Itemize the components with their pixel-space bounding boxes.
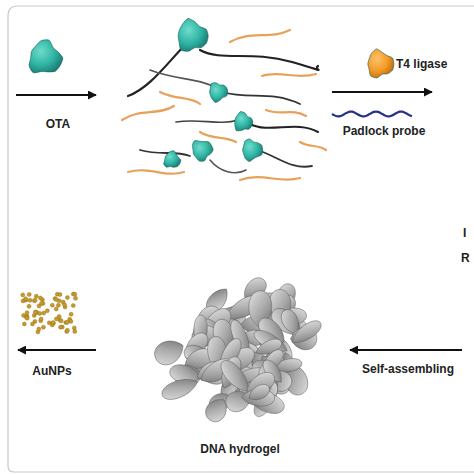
gold-dot [27, 304, 31, 308]
molecule-blob [243, 139, 263, 162]
label-text: R [461, 251, 470, 265]
gold-dot [65, 328, 69, 332]
molecule-blob [178, 18, 208, 51]
gold-dot [73, 329, 77, 333]
hydrogel-petal [159, 374, 200, 403]
gold-dot [50, 303, 54, 307]
gold-dot [41, 325, 45, 329]
gold-dot [65, 296, 69, 300]
label-text: T4 ligase [396, 57, 447, 71]
gold-dot [38, 311, 42, 315]
padlock-probe [332, 112, 412, 117]
gold-dot [58, 293, 62, 297]
gold-dot [34, 294, 38, 298]
gold-dot [69, 319, 73, 323]
gold-dot [24, 297, 28, 301]
label-text: AuNPs [32, 364, 71, 378]
gold-dot [54, 298, 58, 302]
gold-dot [39, 317, 43, 321]
aptamer-strands [122, 30, 326, 180]
label-text: DNA hydrogel [200, 442, 280, 456]
hydrogel-petal [288, 317, 324, 348]
label-text: Padlock probe [343, 124, 426, 138]
molecule-blob [210, 83, 228, 103]
gold-dot [39, 302, 43, 306]
molecule-blob [192, 141, 213, 162]
hydrogel-petal [151, 335, 188, 369]
gold-dot [74, 296, 78, 300]
gold-dot [25, 311, 29, 315]
gold-dot [56, 303, 60, 307]
gold-dot [33, 310, 37, 314]
molecule-blob [368, 49, 394, 78]
gold-dot [62, 303, 66, 307]
hydrogel-petal [246, 381, 272, 403]
gold-dot [59, 325, 63, 329]
step-arrow [332, 91, 432, 93]
gold-dot [21, 293, 25, 297]
gold-dot [28, 298, 32, 302]
molecule-blob [235, 112, 253, 131]
molecule-blob [29, 40, 63, 73]
gold-dot [45, 309, 49, 313]
gold-dot [33, 298, 37, 302]
gold-dot [69, 312, 73, 316]
molecule-blobs [29, 18, 394, 167]
gold-dot [42, 311, 46, 315]
gold-dot [51, 321, 55, 325]
label-text: OTA [46, 117, 70, 131]
gold-dot [54, 317, 58, 321]
label-text: I [463, 226, 466, 240]
gold-nanoparticles [21, 292, 78, 334]
frame-border [8, 6, 474, 472]
gold-dot [22, 322, 26, 326]
label-text: Self-assembling [362, 362, 454, 376]
gold-dot [38, 296, 42, 300]
gold-dot [54, 307, 58, 311]
gold-dot [65, 320, 69, 324]
gold-dot [25, 316, 29, 320]
gold-dot [30, 322, 34, 326]
gold-dot [32, 299, 36, 303]
step-arrow [18, 349, 96, 351]
gold-dot [59, 319, 63, 323]
step-arrow [350, 349, 462, 351]
dna-hydrogel-figure [151, 274, 325, 426]
molecule-blob [164, 151, 181, 167]
gold-dot [27, 292, 31, 296]
gold-dot [73, 292, 77, 296]
hydrogel-petal [202, 394, 232, 425]
gold-dot [37, 327, 41, 331]
step-arrow [16, 94, 96, 96]
gold-dot [71, 304, 75, 308]
